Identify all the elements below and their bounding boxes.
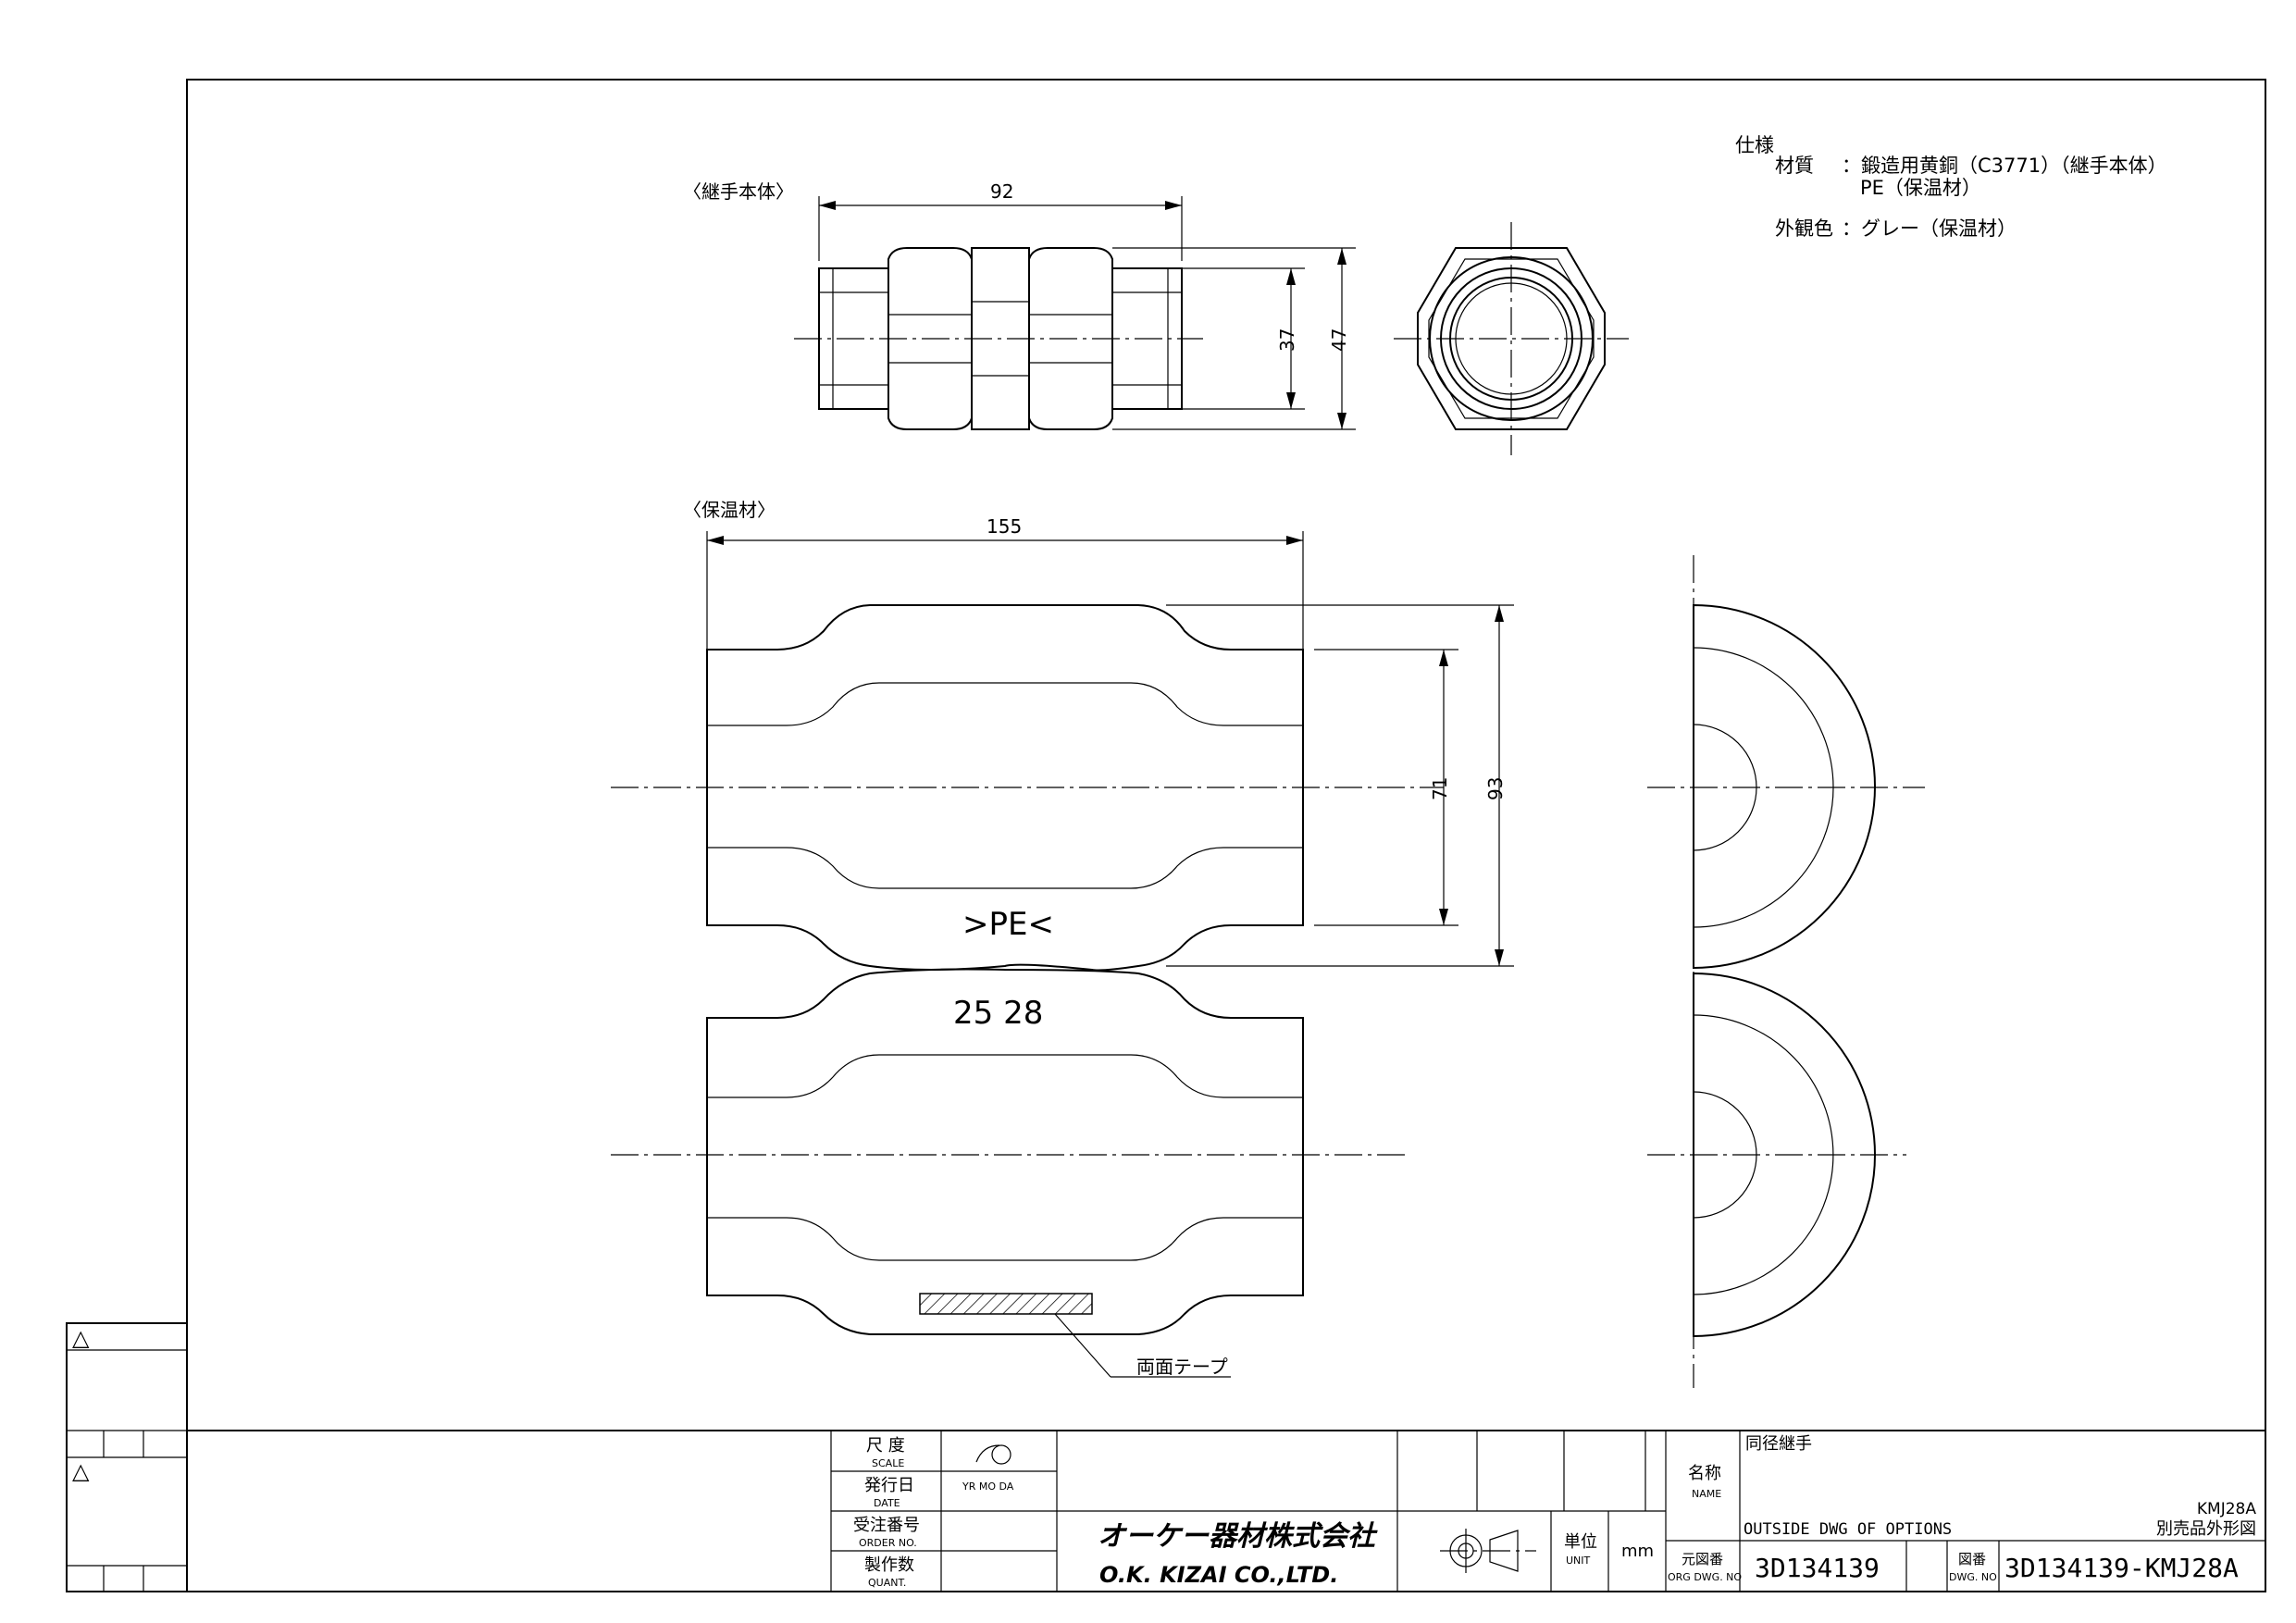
spec-material-value-2: PE（保温材） (1860, 177, 1981, 199)
projection-symbol (1440, 1529, 1536, 1573)
spec-material-label: 材質 (1775, 155, 1814, 177)
scale-label: 尺 度 (866, 1436, 905, 1456)
tape-label: 両面テープ (1136, 1356, 1228, 1378)
drawing-frame (186, 79, 2266, 1592)
quantity-label-en: QUANT. (868, 1577, 906, 1589)
unit-label-en: UNIT (1566, 1555, 1591, 1567)
model-name: KMJ28A (2197, 1500, 2256, 1518)
dwg-label-en: DWG. NO (1949, 1571, 1997, 1583)
revision-mark-2: △ (72, 1458, 90, 1484)
org-dwg-label-en: ORG DWG. NO (1668, 1571, 1742, 1583)
spec-heading: 仕様 (1735, 134, 1774, 156)
name-en: OUTSIDE DWG OF OPTIONS (1744, 1520, 1952, 1539)
specifications: 仕様 材質 ：鍛造用黄銅（C3771）（継手本体） PE（保温材） 外観色 ：グ… (1735, 134, 2167, 240)
org-dwg-value: 3D134139 (1755, 1553, 1880, 1583)
revision-block: △ △ (66, 1322, 188, 1592)
insulation-end-view (1647, 555, 1925, 1388)
tape-hatch (919, 1293, 1093, 1315)
date-fields: YR MO DA (962, 1481, 1014, 1493)
quantity-label: 製作数 (864, 1555, 914, 1575)
spec-material-value-1: ：鍛造用黄銅（C3771）（継手本体） (1842, 155, 2167, 177)
date-label-en: DATE (874, 1497, 900, 1509)
dwg-label: 図番 (1958, 1551, 1986, 1567)
order-label-en: ORDER NO. (859, 1537, 917, 1549)
size-mark: 25 28 (953, 995, 1043, 1032)
drawing-subtitle: 別売品外形図 (2156, 1519, 2256, 1539)
name-jp: 同径継手 (1745, 1434, 1812, 1454)
dim-body-outer: 47 (1328, 328, 1350, 352)
dim-body-length: 92 (990, 180, 1013, 203)
insulation-side-view: 〈保温材〉 155 >PE< 25 28 両面テープ 71 (611, 499, 1514, 1378)
unit-value: mm (1621, 1542, 1654, 1561)
dwg-value: 3D134139-KMJ28A (2004, 1553, 2239, 1583)
coupling-body-side-view: 〈継手本体〉 92 37 (683, 180, 1356, 430)
coupling-body-label: 〈継手本体〉 (683, 180, 794, 203)
name-label-en: NAME (1692, 1488, 1721, 1500)
coupling-end-view (1394, 222, 1629, 455)
name-label: 名称 (1688, 1464, 1721, 1483)
insulation-mark: >PE< (962, 906, 1054, 943)
scale-ns-mark (975, 1444, 1011, 1465)
dim-insulation-length: 155 (987, 515, 1022, 538)
revision-mark-1: △ (72, 1325, 90, 1351)
title-block: 尺 度 SCALE 発行日 DATE YR MO DA 受注番号 ORDER N… (187, 1430, 2265, 1592)
dim-body-inner: 37 (1276, 328, 1298, 352)
company-name-jp: オーケー器材株式会社 (1098, 1520, 1378, 1553)
date-label: 発行日 (864, 1476, 914, 1495)
dim-insulation-outer: 93 (1484, 777, 1507, 800)
order-label: 受注番号 (853, 1516, 920, 1535)
spec-color-value: ：グレー（保温材） (1842, 217, 2017, 240)
scale-label-en: SCALE (872, 1457, 904, 1469)
spec-color-label: 外観色 (1775, 217, 1833, 240)
org-dwg-label: 元図番 (1682, 1551, 1723, 1567)
insulation-label: 〈保温材〉 (683, 499, 776, 521)
dim-insulation-inner: 71 (1429, 777, 1451, 800)
unit-label: 単位 (1564, 1532, 1597, 1552)
company-name-en: O.K. KIZAI CO.,LTD. (1099, 1562, 1338, 1588)
